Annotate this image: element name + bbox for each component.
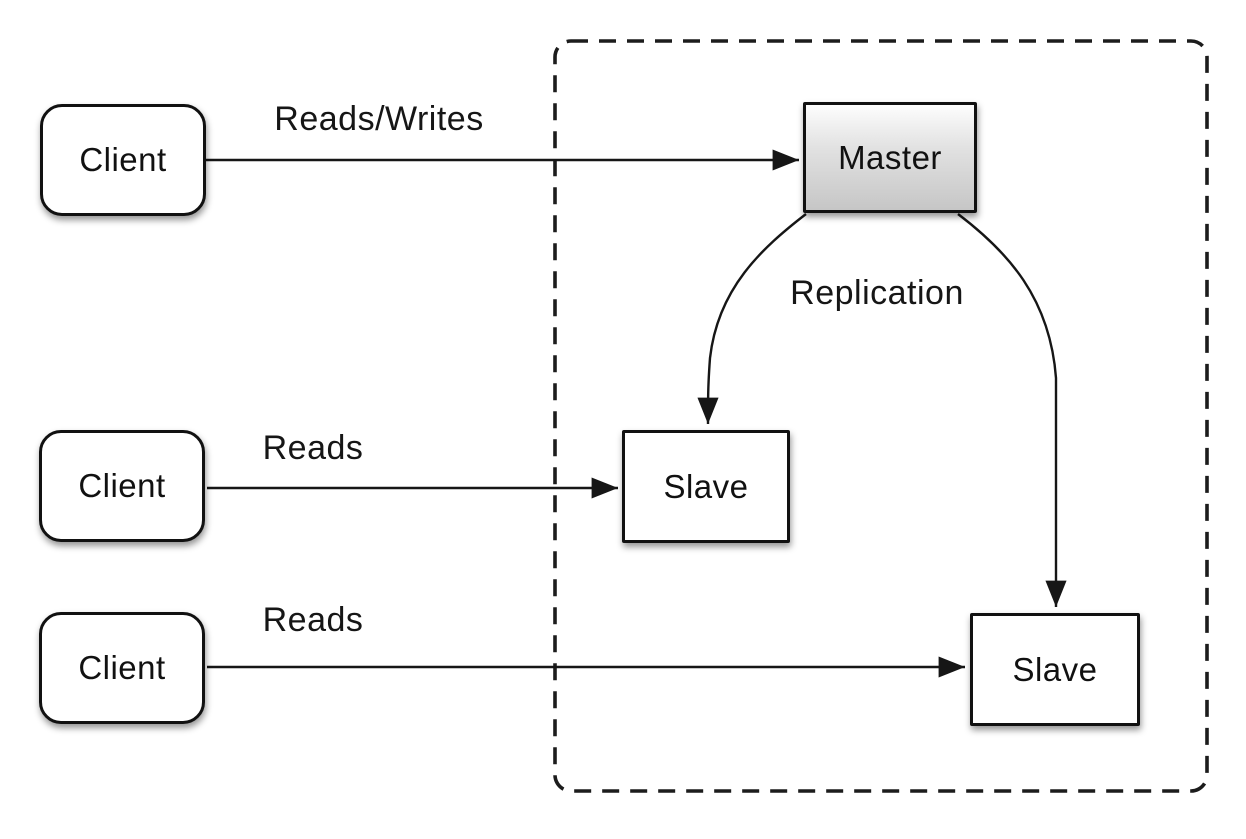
node-master: Master — [803, 102, 977, 213]
node-client-top-label: Client — [79, 141, 167, 178]
node-client-bottom: Client — [39, 612, 205, 724]
replication-cluster-boundary — [553, 39, 1209, 793]
node-client-middle: Client — [39, 430, 205, 542]
edge-label-replication: Replication — [790, 274, 964, 312]
node-slave-middle-label: Slave — [663, 467, 749, 505]
node-client-middle-label: Client — [78, 467, 166, 504]
node-slave-bottom-label: Slave — [1012, 650, 1098, 688]
node-client-top: Client — [40, 104, 206, 216]
edge-replication-left-arrow — [697, 213, 807, 425]
edge-label-reads-writes: Reads/Writes — [274, 100, 484, 138]
edge-replication-right-arrow — [957, 213, 1067, 607]
edge-label-reads-bottom: Reads — [262, 601, 364, 639]
node-slave-bottom: Slave — [970, 613, 1140, 726]
edge-label-reads-middle: Reads — [262, 429, 364, 467]
node-slave-middle: Slave — [622, 430, 790, 543]
node-master-label: Master — [838, 138, 942, 176]
node-client-bottom-label: Client — [78, 649, 166, 686]
